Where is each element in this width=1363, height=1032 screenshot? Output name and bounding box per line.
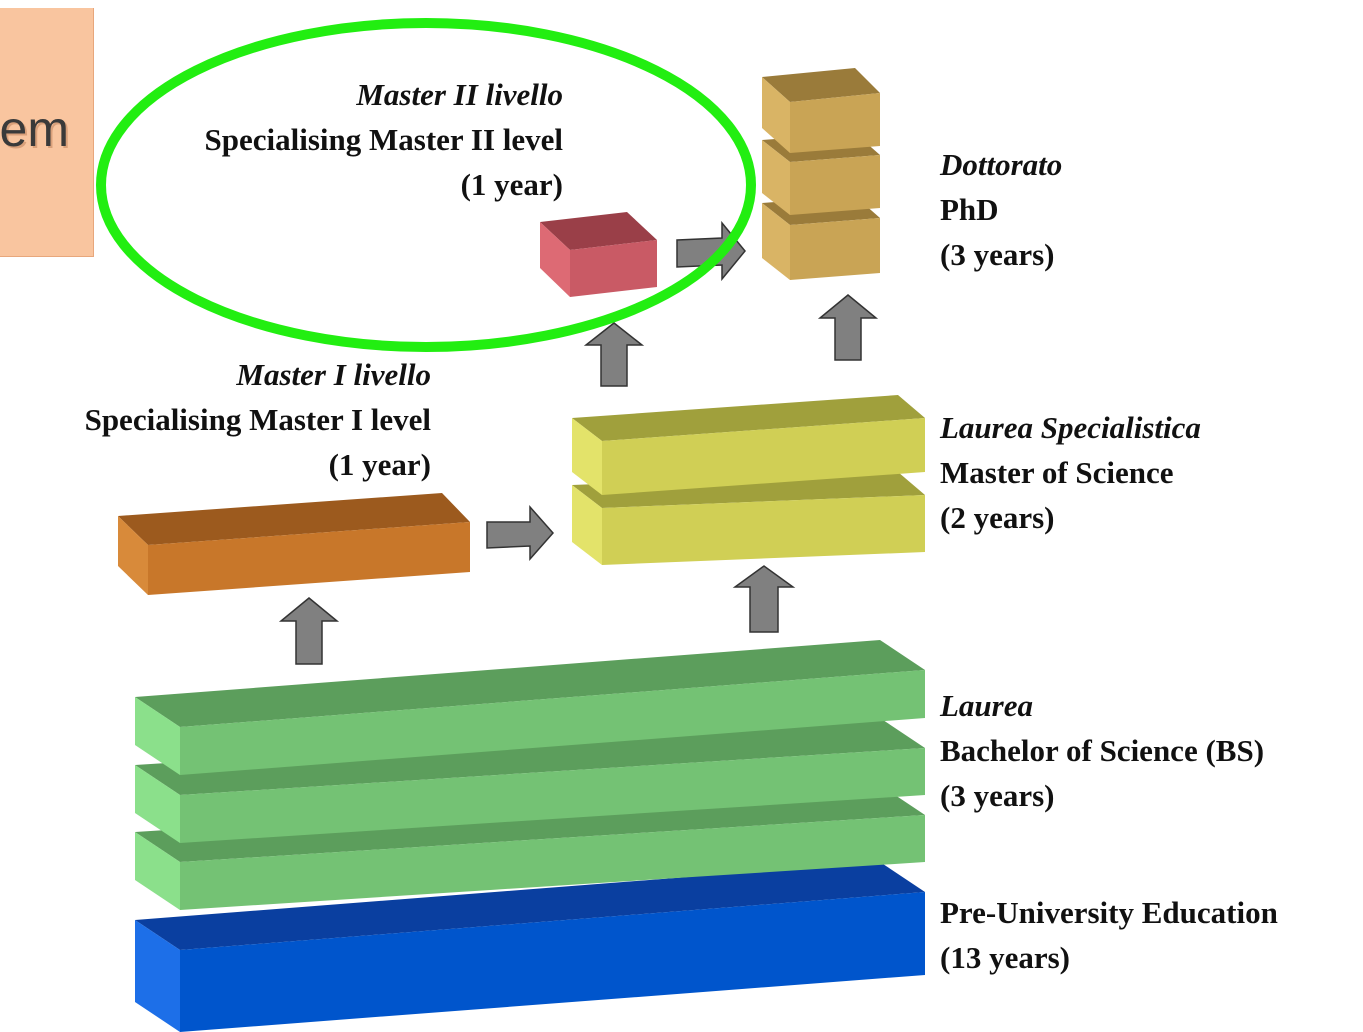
laurea-english-name: Bachelor of Science (BS) [940,733,1265,768]
pre-university-english-name: Pre-University Education [940,895,1278,930]
slide-title-box: em [0,8,94,257]
laurea-block-1 [135,640,925,775]
laurea-specialistica-italian-name: Laurea Specialistica [940,410,1201,445]
pre-university-duration: (13 years) [940,940,1070,975]
laurea-label: Laurea Bachelor of Science (BS) (3 years… [940,683,1264,818]
phd-label: Dottorato PhD (3 years) [940,142,1062,277]
phd-block-1 [762,68,880,153]
phd-italian-name: Dottorato [940,147,1063,182]
laurea-specialistica-label: Laurea Specialistica Master of Science (… [940,405,1201,540]
laurea-italian-name: Laurea [940,688,1033,723]
laurea-specialistica-duration: (2 years) [940,500,1055,535]
phd-english-name: PhD [940,192,999,227]
master-2-label: Master II livello Specialising Master II… [205,72,563,207]
arrow-up-to-laurea-specialistica [732,565,796,633]
master-2-duration: (1 year) [460,167,563,202]
laurea-specialistica-block-2 [572,472,925,565]
phd-duration: (3 years) [940,237,1055,272]
arrow-up-to-master-1 [278,597,340,665]
arrow-right-to-laurea-specialistica [486,505,555,561]
master-1-block [118,493,470,595]
master-2-highlight-ellipse [96,18,756,352]
laurea-specialistica-english-name: Master of Science [940,455,1174,490]
master-1-english-name: Specialising Master I level [84,402,431,437]
master-2-italian-name: Master II livello [356,77,563,112]
laurea-specialistica-block-1 [572,395,925,495]
arrow-up-to-master-2 [583,322,645,387]
pre-university-block [135,862,925,1032]
master-1-label: Master I livello Specialising Master I l… [85,352,431,487]
laurea-block-2 [135,718,925,843]
arrow-up-to-phd [817,294,879,361]
master-1-italian-name: Master I livello [236,357,431,392]
master-2-english-name: Specialising Master II level [204,122,563,157]
master-1-duration: (1 year) [328,447,431,482]
laurea-duration: (3 years) [940,778,1055,813]
slide-title-fragment: em [0,101,69,157]
pre-university-label: Pre-University Education (13 years) [940,890,1278,980]
master-2-block [540,212,657,297]
